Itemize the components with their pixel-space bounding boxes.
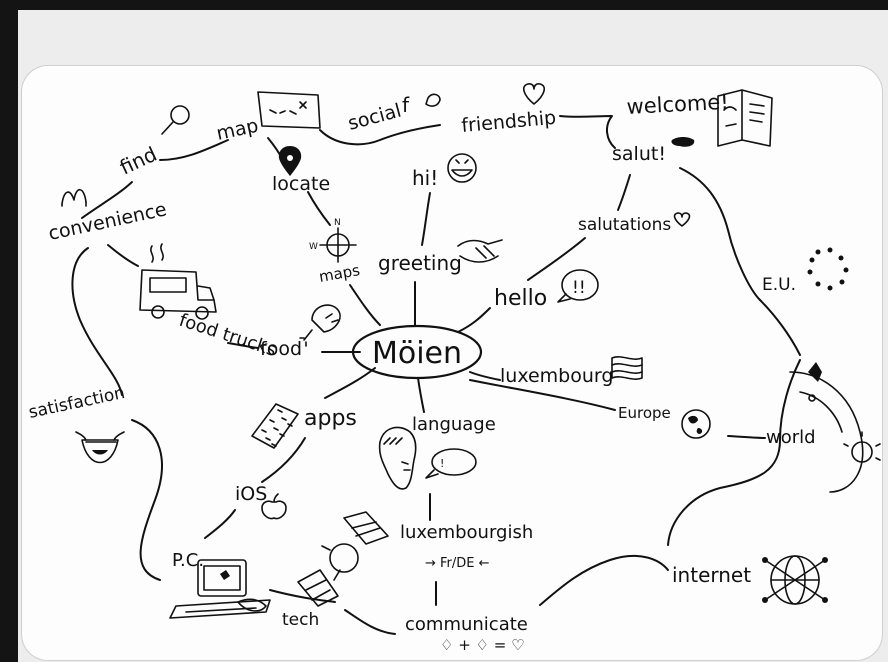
label-luxembourgish: luxembourgish bbox=[400, 522, 533, 543]
label-ios: iOS bbox=[235, 483, 267, 505]
label-salutations: salutations bbox=[578, 215, 671, 235]
label-find: find bbox=[116, 142, 161, 180]
umbrella-logo-icon bbox=[61, 188, 87, 207]
center-label: Möien bbox=[372, 336, 462, 371]
connector-lines bbox=[71, 115, 801, 635]
label-salut: salut! bbox=[612, 143, 666, 165]
grinning-face-icon bbox=[447, 153, 477, 183]
apple-logo-icon bbox=[261, 493, 287, 520]
speech-bubble-icon: !! bbox=[557, 269, 599, 303]
label-europe: Europe bbox=[618, 404, 671, 422]
label-social: social bbox=[346, 100, 404, 135]
label-locate: locate bbox=[272, 173, 330, 195]
label-tech: tech bbox=[282, 610, 319, 630]
svg-text:W: W bbox=[309, 242, 318, 252]
label-communicate-equation: ♢ + ♢ = ♡ bbox=[440, 636, 525, 654]
label-friendship: friendship bbox=[461, 107, 557, 137]
sketchbook-top-edge bbox=[0, 0, 888, 10]
paper-card bbox=[22, 66, 882, 660]
label-map: map bbox=[214, 115, 260, 145]
speech-bubble-text: !! bbox=[572, 278, 586, 298]
magnifier-icon bbox=[161, 105, 190, 135]
label-satisfaction: satisfaction bbox=[27, 383, 127, 423]
luxembourg-flag-icon bbox=[611, 356, 643, 380]
label-greeting: greeting bbox=[378, 251, 462, 275]
sketchbook-binding bbox=[0, 0, 18, 662]
label-internet: internet bbox=[672, 563, 751, 587]
smartphone-icon bbox=[251, 403, 299, 449]
drumstick-icon bbox=[299, 304, 341, 347]
svg-text:N: N bbox=[334, 218, 341, 228]
label-welcome: welcome! bbox=[626, 90, 729, 119]
label-eu: E.U. bbox=[762, 275, 796, 295]
label-hello: hello bbox=[494, 286, 547, 311]
label-maps: maps bbox=[318, 261, 362, 286]
center-node: Möien bbox=[351, 324, 483, 380]
label-apps: apps bbox=[304, 406, 357, 431]
label-hi: hi! bbox=[412, 166, 438, 190]
satellite-icon bbox=[297, 511, 389, 607]
handshake-icon bbox=[457, 239, 503, 263]
label-language: language bbox=[412, 414, 496, 435]
treasure-map-icon bbox=[257, 91, 321, 129]
language-speaker-icon: ! bbox=[378, 426, 477, 490]
label-food: food bbox=[260, 338, 302, 360]
computer-icon bbox=[169, 559, 271, 619]
solar-system-icon bbox=[789, 362, 881, 493]
internet-globe-icon bbox=[762, 555, 828, 605]
eu-stars-icon bbox=[807, 247, 849, 291]
facebook-twitter-icon: f bbox=[402, 93, 441, 117]
laughing-mouth-icon bbox=[75, 431, 125, 464]
book-icon bbox=[671, 89, 773, 147]
label-communicate: communicate bbox=[405, 614, 528, 635]
label-fr-de: → Fr/DE ← bbox=[425, 556, 490, 571]
food-truck-icon bbox=[139, 243, 217, 320]
label-world: world bbox=[766, 427, 816, 448]
heart-icon bbox=[522, 83, 546, 105]
label-luxembourg: luxembourg bbox=[500, 365, 613, 387]
label-convenience: convenience bbox=[46, 198, 168, 245]
compass-icon: N W bbox=[309, 218, 357, 263]
globe-icon bbox=[681, 409, 711, 439]
location-pin-icon bbox=[278, 146, 302, 176]
heart-small-icon bbox=[673, 212, 691, 227]
label-pc: P.C. bbox=[172, 550, 204, 571]
svg-text:f: f bbox=[402, 93, 410, 117]
language-bubble-text: ! bbox=[440, 457, 444, 470]
